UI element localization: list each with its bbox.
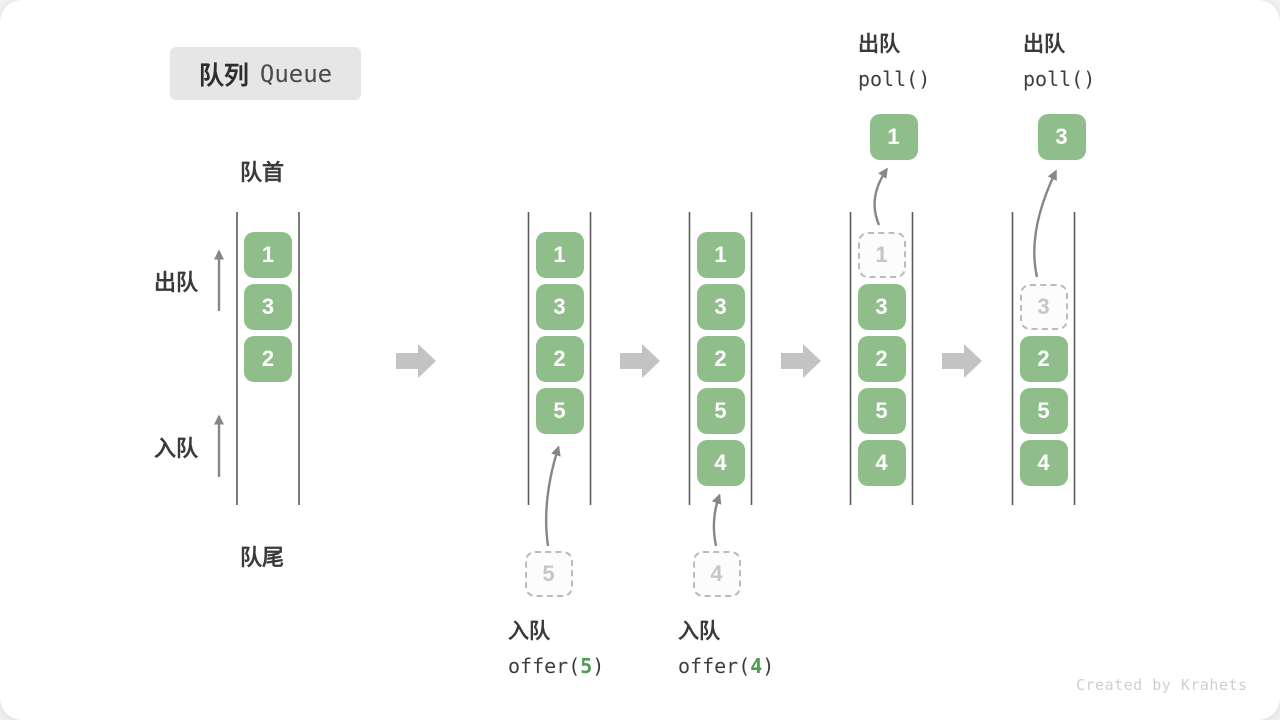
label-enqueue-side: 入队 bbox=[154, 436, 199, 461]
queue-element-solid-initial-queue-2: 2 bbox=[244, 336, 292, 382]
block-arrow-2 bbox=[620, 344, 660, 378]
dequeue-arrow bbox=[1033, 169, 1058, 278]
queue-element-solid-after-offer-5-3: 3 bbox=[535, 284, 584, 330]
block-arrow-4 bbox=[942, 344, 982, 378]
caption-code-arg: 5 bbox=[580, 654, 593, 678]
incoming-element-box: 5 bbox=[524, 551, 573, 597]
queue-element-solid-after-offer-4-2: 2 bbox=[696, 336, 745, 382]
queue-element-solid-after-poll-1-3: 3 bbox=[857, 284, 906, 330]
queue-element-solid-after-offer-4-1: 1 bbox=[696, 232, 745, 278]
queue-element-solid-after-poll-3-4: 4 bbox=[1019, 440, 1068, 486]
toplabel-dequeue-label: 出队 bbox=[1023, 33, 1065, 56]
title-en: Queue bbox=[259, 59, 333, 88]
operation-toplabel-after-poll-3: 出队 poll() bbox=[1023, 28, 1095, 91]
queue-element-solid-initial-queue-3: 3 bbox=[244, 284, 292, 330]
queue-element-solid-after-poll-3-2: 2 bbox=[1019, 336, 1068, 382]
operation-caption-after-offer-4: 入队 offer(4) bbox=[678, 615, 774, 678]
toplabel-dequeue-label: 出队 bbox=[858, 33, 900, 56]
enqueue-arrow bbox=[545, 445, 561, 547]
block-arrow-1 bbox=[396, 344, 436, 378]
queue-element-solid-after-offer-4-5: 5 bbox=[696, 388, 745, 434]
queue-element-solid-after-offer-5-2: 2 bbox=[535, 336, 584, 382]
queue-element-solid-after-poll-1-2: 2 bbox=[857, 336, 906, 382]
queue-element-solid-after-poll-1-5: 5 bbox=[857, 388, 906, 434]
outgoing-element-box: 3 bbox=[1037, 114, 1086, 160]
queue-element-ghost-after-poll-1-1: 1 bbox=[857, 232, 906, 278]
toplabel-code: poll() bbox=[1023, 67, 1096, 91]
caption-enqueue-label: 入队 bbox=[678, 620, 720, 643]
outgoing-element-box: 1 bbox=[869, 114, 918, 160]
queue-element-solid-after-offer-4-4: 4 bbox=[696, 440, 745, 486]
operation-caption-after-offer-5: 入队 offer(5) bbox=[508, 615, 604, 678]
toplabel-code: poll() bbox=[858, 67, 931, 91]
title-box: 队列 Queue bbox=[170, 47, 361, 100]
caption-code-arg: 4 bbox=[750, 654, 763, 678]
title-zh: 队列 bbox=[198, 61, 249, 90]
operation-toplabel-after-poll-1: 出队 poll() bbox=[858, 28, 930, 91]
dequeue-arrow bbox=[873, 167, 888, 226]
queue-element-solid-after-offer-4-3: 3 bbox=[696, 284, 745, 330]
label-queue-rear: 队尾 bbox=[240, 545, 285, 570]
caption-code: offer(5) bbox=[508, 654, 605, 678]
caption-enqueue-label: 入队 bbox=[508, 620, 550, 643]
queue-element-solid-after-poll-1-4: 4 bbox=[857, 440, 906, 486]
queue-element-solid-after-offer-5-5: 5 bbox=[535, 388, 584, 434]
incoming-element-box: 4 bbox=[692, 551, 741, 597]
block-arrow-3 bbox=[781, 344, 821, 378]
watermark: Created by Krahets bbox=[1076, 676, 1248, 694]
queue-element-solid-after-poll-3-5: 5 bbox=[1019, 388, 1068, 434]
label-queue-front: 队首 bbox=[240, 160, 285, 185]
queue-element-solid-initial-queue-1: 1 bbox=[244, 232, 292, 278]
label-dequeue-side: 出队 bbox=[154, 270, 199, 295]
queue-element-ghost-after-poll-3-3: 3 bbox=[1019, 284, 1068, 330]
enqueue-arrow bbox=[711, 493, 722, 547]
caption-code: offer(4) bbox=[678, 654, 775, 678]
queue-element-solid-after-offer-5-1: 1 bbox=[535, 232, 584, 278]
